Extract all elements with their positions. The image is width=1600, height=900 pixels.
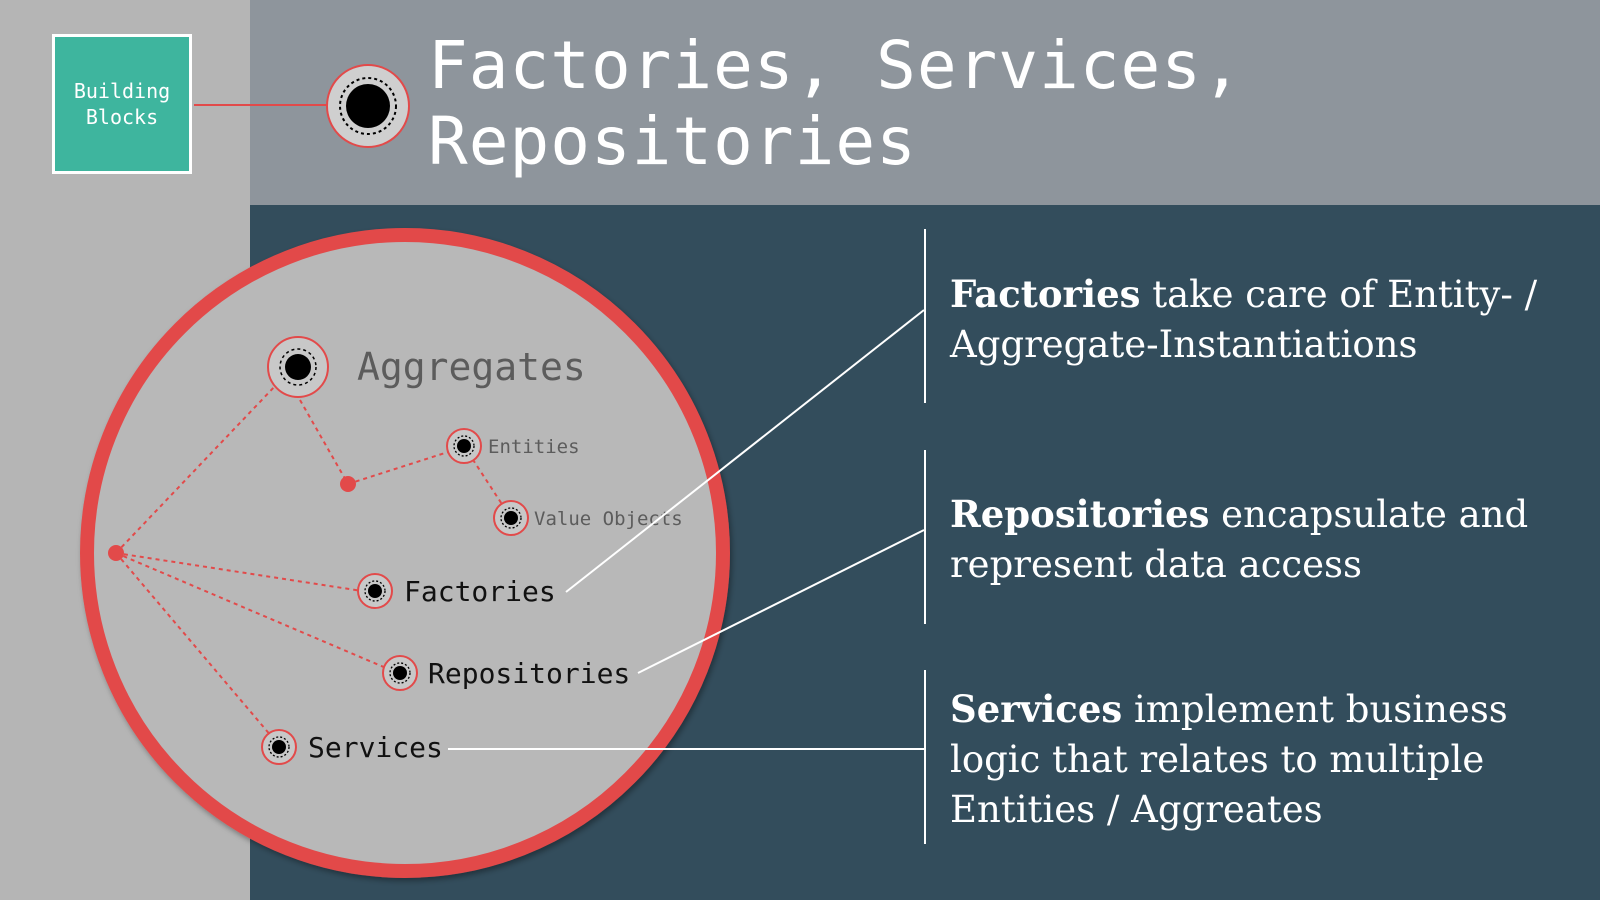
page-title: Factories, Services, Repositories bbox=[428, 27, 1243, 180]
repositories-term: Repositories bbox=[950, 492, 1210, 536]
aggregate-boundary-circle bbox=[80, 228, 730, 878]
value-objects-node-icon bbox=[493, 500, 529, 536]
header-bar bbox=[250, 0, 1600, 205]
factories-node-icon bbox=[357, 573, 393, 609]
factories-text: take care of Entity- / Aggregate-Instant… bbox=[950, 273, 1538, 366]
repositories-node-icon bbox=[382, 655, 418, 691]
factories-label: Factories bbox=[404, 575, 556, 608]
entities-node-icon bbox=[446, 428, 482, 464]
tag-connector-line bbox=[194, 104, 328, 106]
services-term: Services bbox=[950, 687, 1123, 731]
services-text: implement business logic that relates to… bbox=[950, 688, 1508, 831]
building-blocks-tag: Building Blocks bbox=[52, 34, 192, 174]
repositories-text: encapsulate and represent data access bbox=[950, 493, 1529, 586]
value-objects-label: Value Objects bbox=[534, 508, 683, 530]
repositories-label: Repositories bbox=[428, 657, 630, 690]
factories-description: Factories take care of Entity- / Aggrega… bbox=[924, 229, 1564, 403]
aggregate-junction-dot bbox=[340, 476, 356, 492]
header-node-icon bbox=[326, 64, 410, 148]
services-description-bar bbox=[924, 670, 926, 844]
services-label: Services bbox=[308, 731, 443, 764]
services-node-icon bbox=[261, 729, 297, 765]
entities-label: Entities bbox=[488, 436, 580, 458]
aggregates-label: Aggregates bbox=[357, 345, 586, 389]
root-junction-dot bbox=[108, 545, 124, 561]
factories-term: Factories bbox=[950, 272, 1141, 316]
aggregates-node-icon bbox=[267, 336, 329, 398]
repositories-description: Repositories encapsulate and represent d… bbox=[924, 450, 1564, 624]
dotted-connectors bbox=[115, 383, 512, 738]
leader-lines bbox=[448, 309, 925, 750]
repositories-description-bar bbox=[924, 450, 926, 624]
services-description: Services implement business logic that r… bbox=[924, 670, 1564, 844]
factories-description-bar bbox=[924, 229, 926, 403]
